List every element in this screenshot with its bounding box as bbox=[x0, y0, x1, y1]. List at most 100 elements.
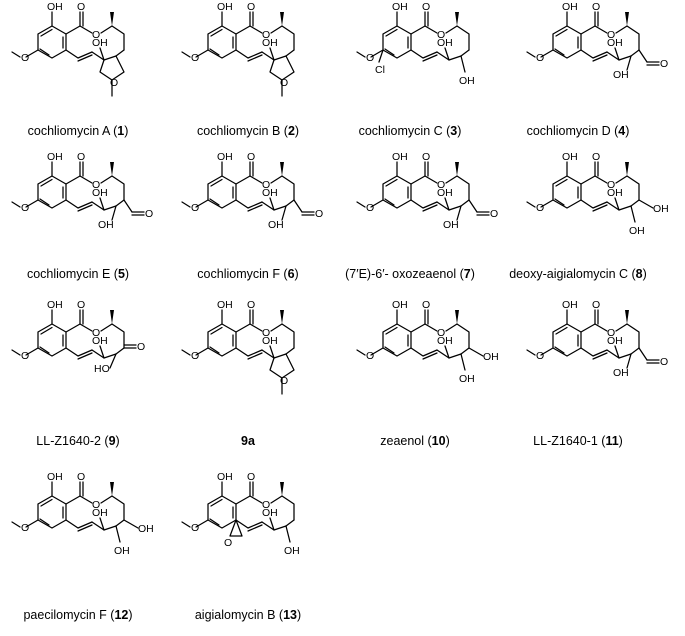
hydroxyl-label: HO bbox=[94, 363, 110, 375]
bond bbox=[555, 326, 568, 335]
compound-caption: LL-Z1640-2 (9) bbox=[36, 434, 119, 448]
hydroxyl-label: OH bbox=[114, 545, 130, 557]
hydroxyl-label: OH bbox=[47, 151, 63, 163]
compound-number: 10 bbox=[431, 434, 446, 448]
bond bbox=[100, 175, 113, 184]
bond bbox=[615, 25, 628, 34]
hydroxyl-label: OH bbox=[47, 1, 63, 13]
bond bbox=[115, 525, 121, 543]
bond bbox=[445, 175, 458, 184]
bond bbox=[638, 199, 654, 209]
bond bbox=[209, 48, 220, 56]
bond bbox=[115, 49, 125, 57]
compound-number: 4 bbox=[618, 124, 626, 138]
bond bbox=[445, 323, 458, 332]
compound-name: zeaenol ( bbox=[380, 434, 432, 448]
bond bbox=[79, 175, 93, 184]
compound-name-suffix: ) bbox=[445, 434, 450, 448]
hydroxyl-label: OH bbox=[47, 471, 63, 483]
bond bbox=[79, 323, 93, 332]
hydroxyl-label: OH bbox=[437, 335, 453, 347]
bond bbox=[40, 498, 53, 507]
bond bbox=[247, 524, 263, 532]
bond bbox=[630, 205, 636, 223]
bond bbox=[235, 199, 263, 209]
wedge-bond bbox=[280, 162, 284, 176]
bond bbox=[460, 199, 470, 207]
bond bbox=[281, 25, 295, 51]
bond bbox=[77, 204, 93, 212]
bond bbox=[555, 178, 568, 187]
hydroxyl-label: OH bbox=[262, 507, 278, 519]
hydroxyl-label: OH bbox=[98, 219, 114, 231]
compound-number: 9 bbox=[108, 434, 116, 448]
bond bbox=[25, 519, 39, 528]
bond bbox=[181, 521, 191, 528]
ketone-oxygen-label: O bbox=[660, 58, 668, 70]
hydroxyl-label: OH bbox=[217, 299, 233, 311]
compound-name: cochliomycin E ( bbox=[26, 267, 118, 281]
ester-oxygen-label: O bbox=[92, 179, 100, 191]
bond bbox=[615, 323, 628, 332]
bond bbox=[39, 346, 50, 354]
ester-oxygen-label: O bbox=[437, 29, 445, 41]
compound-number: 12 bbox=[114, 608, 129, 622]
hydroxyl-label: OH bbox=[92, 187, 108, 199]
bond bbox=[540, 49, 554, 58]
compound-number: 5 bbox=[117, 267, 125, 281]
bond bbox=[37, 495, 67, 529]
bond bbox=[210, 326, 223, 335]
bond bbox=[626, 25, 640, 51]
wedge-bond bbox=[625, 12, 629, 26]
compound-number: 9a bbox=[241, 434, 255, 448]
wedge-bond bbox=[625, 310, 629, 324]
bond bbox=[444, 197, 450, 211]
bond bbox=[580, 49, 608, 59]
bond bbox=[456, 175, 470, 201]
ketone-oxygen-label: O bbox=[660, 356, 668, 368]
bond bbox=[181, 201, 191, 208]
wedge-bond bbox=[280, 310, 284, 324]
bond bbox=[249, 25, 263, 34]
wedge-bond bbox=[455, 12, 459, 26]
bond bbox=[460, 347, 470, 355]
hydroxyl-label: OH bbox=[262, 335, 278, 347]
bond bbox=[235, 495, 251, 505]
compound-name-suffix: ) bbox=[618, 434, 623, 448]
methoxy-oxygen-label: O bbox=[191, 202, 199, 214]
bond bbox=[424, 25, 438, 34]
wedge-bond bbox=[110, 310, 114, 324]
compound-name-suffix: ) bbox=[457, 124, 462, 138]
compound-caption: paecilomycin F (12) bbox=[23, 608, 132, 622]
bond bbox=[247, 54, 263, 62]
compound-name: cochliomycin C ( bbox=[358, 124, 451, 138]
bond bbox=[540, 199, 554, 208]
bond bbox=[37, 175, 67, 209]
hydroxyl-label: OH bbox=[392, 151, 408, 163]
bond bbox=[445, 25, 458, 34]
acetonide-oxygen-label: O bbox=[110, 77, 118, 89]
bond bbox=[424, 323, 438, 332]
methoxy-oxygen-label: O bbox=[536, 52, 544, 64]
bond bbox=[444, 47, 450, 61]
bond bbox=[247, 352, 263, 360]
bond bbox=[592, 54, 608, 62]
bond bbox=[11, 521, 21, 528]
bond bbox=[468, 347, 484, 357]
compound-caption: cochliomycin F (6) bbox=[197, 267, 298, 281]
compound-caption: cochliomycin B (2) bbox=[197, 124, 299, 138]
bond bbox=[460, 353, 466, 371]
bond bbox=[115, 519, 125, 527]
bond bbox=[626, 175, 640, 201]
compound-name: cochliomycin A ( bbox=[27, 124, 118, 138]
acetonide-oxygen-label: O bbox=[280, 375, 288, 387]
